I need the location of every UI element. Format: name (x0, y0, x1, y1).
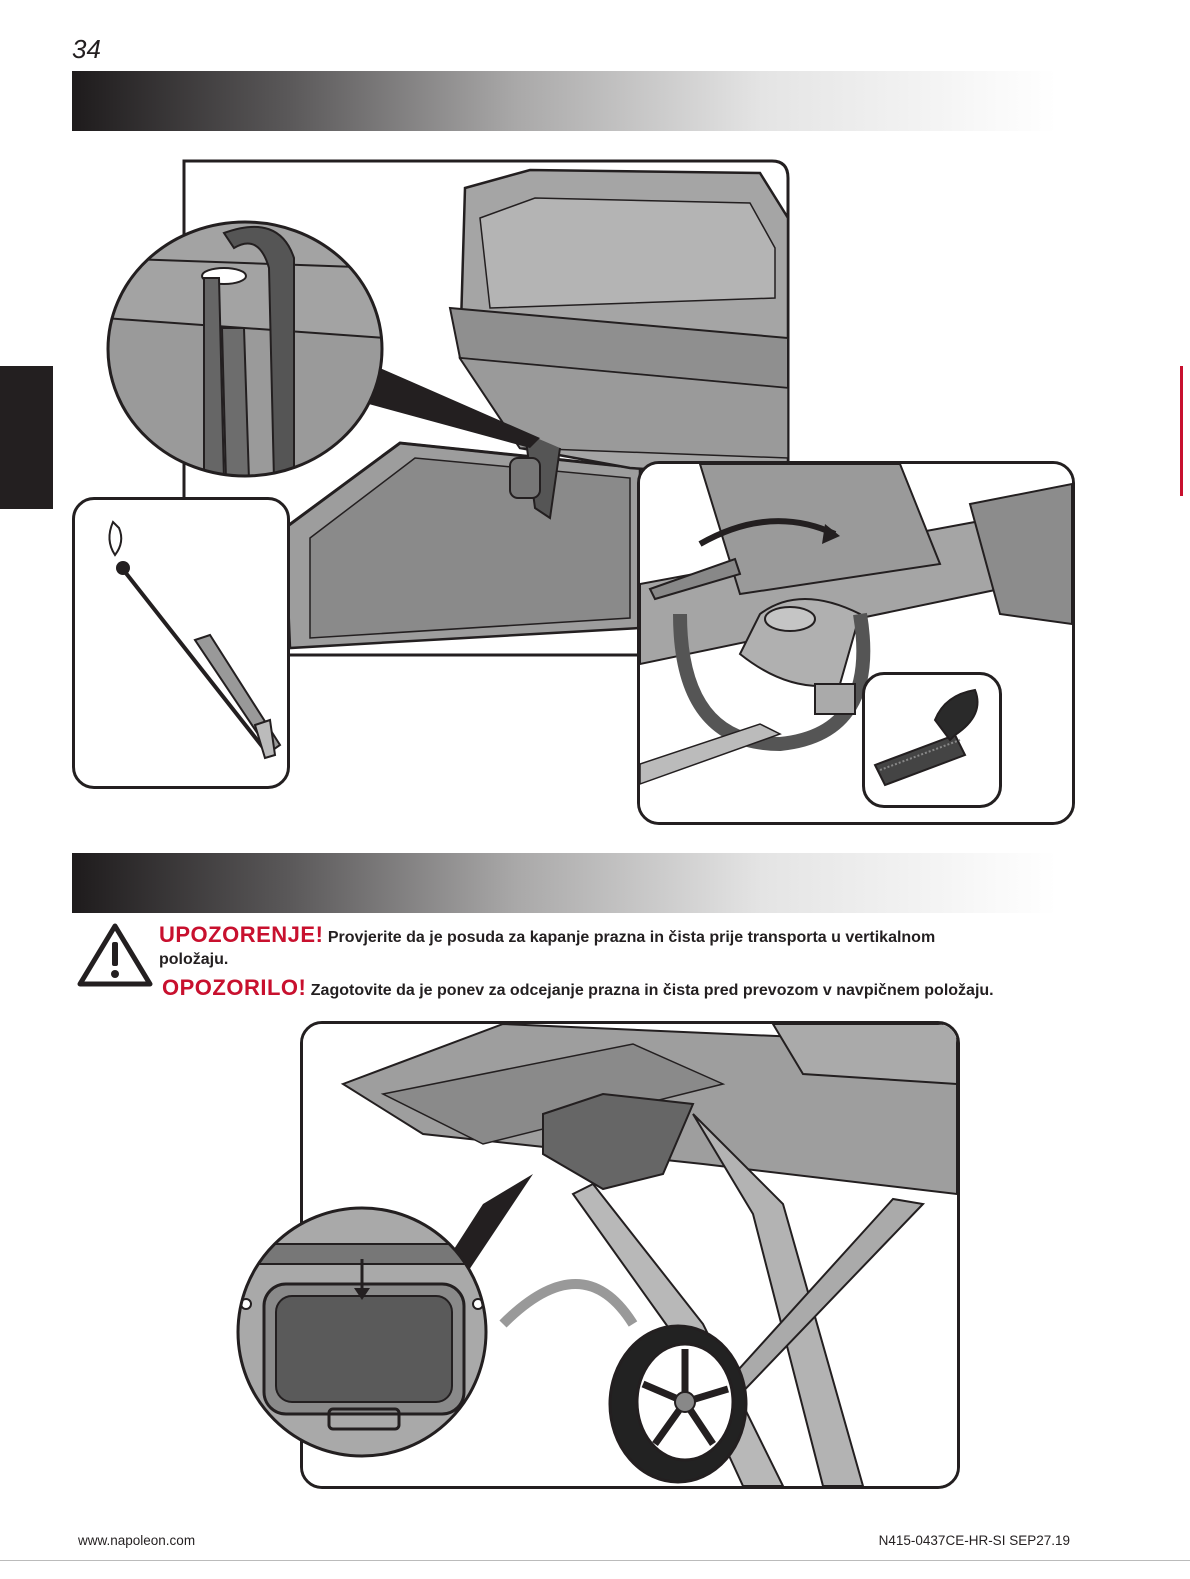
warning-title-hr: UPOZORENJE! (159, 922, 323, 947)
chapter-tab-right (1180, 366, 1183, 496)
regulator-panel (637, 461, 1075, 825)
bottom-divider (0, 1560, 1190, 1561)
page-number: 34 (72, 34, 101, 65)
regulator-strap-icon (640, 464, 1072, 822)
match-inset-panel (72, 497, 290, 789)
warning-text-hr-2: položaju. (159, 951, 228, 968)
lighting-rod-match-icon (75, 500, 287, 786)
drip-pan-icon (234, 1204, 490, 1460)
warning-title-si: OPOZORILO! (162, 975, 306, 1000)
footer-website[interactable]: www.napoleon.com (78, 1533, 195, 1548)
chapter-tab-left (0, 366, 53, 509)
warning-text-si: Zagotovite da je ponev za odcejanje praz… (311, 982, 994, 999)
section-header-bar-mid (72, 853, 1057, 913)
velcro-strap-icon (865, 675, 999, 805)
strap-loop-icon (104, 218, 386, 480)
footer-doc-code: N415-0437CE-HR-SI SEP27.19 (879, 1533, 1070, 1548)
warning-triangle-icon (77, 922, 153, 988)
warning-text-hr-1: Provjerite da je posuda za kapanje prazn… (328, 929, 935, 946)
velcro-inset-panel (862, 672, 1002, 808)
section-header-bar-top (72, 71, 1057, 131)
